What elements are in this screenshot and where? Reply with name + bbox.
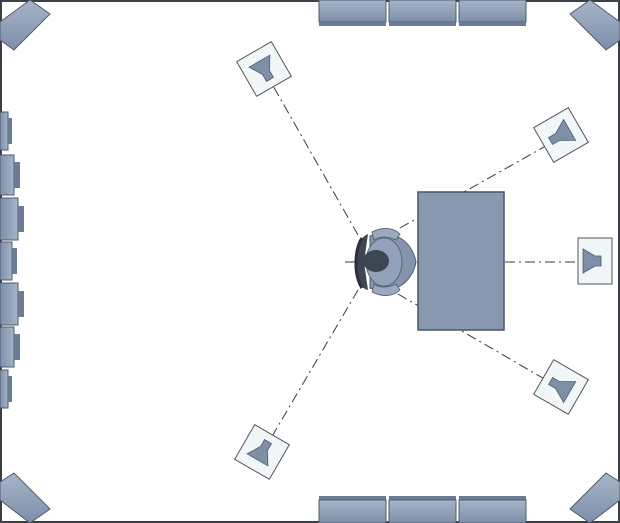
corner-trap-bottom-right — [569, 472, 620, 523]
speaker-cone-icon — [582, 248, 602, 274]
speaker-front-left — [235, 40, 293, 98]
speaker-front-right — [532, 106, 590, 164]
top-panel-3 — [458, 0, 527, 23]
speaker-cone-icon — [248, 54, 275, 82]
listener-head — [363, 250, 389, 272]
top-panel-1 — [318, 0, 387, 23]
bottom-panel-3 — [458, 499, 527, 523]
speaker-cone-icon — [246, 439, 273, 467]
guide-front-left — [263, 69, 359, 236]
speaker-cone-icon — [548, 118, 577, 146]
speaker-cone-icon — [548, 376, 577, 404]
bottom-panel-2 — [388, 499, 457, 523]
left-wall-diffusers — [0, 111, 24, 409]
corner-trap-top-right — [569, 0, 620, 51]
corner-trap-bottom-left — [0, 472, 51, 523]
corner-trap-top-left — [0, 0, 51, 51]
bottom-wall-panels — [318, 496, 527, 523]
guide-rear-left — [263, 289, 359, 451]
top-wall-panels — [318, 0, 527, 26]
speaker-rear-left — [233, 423, 291, 481]
listener-chair — [354, 228, 417, 296]
speaker-center — [577, 237, 613, 285]
speaker-rear-right — [532, 358, 590, 416]
top-panel-2 — [388, 0, 457, 23]
mixing-desk — [417, 191, 505, 331]
bottom-panel-1 — [318, 499, 387, 523]
